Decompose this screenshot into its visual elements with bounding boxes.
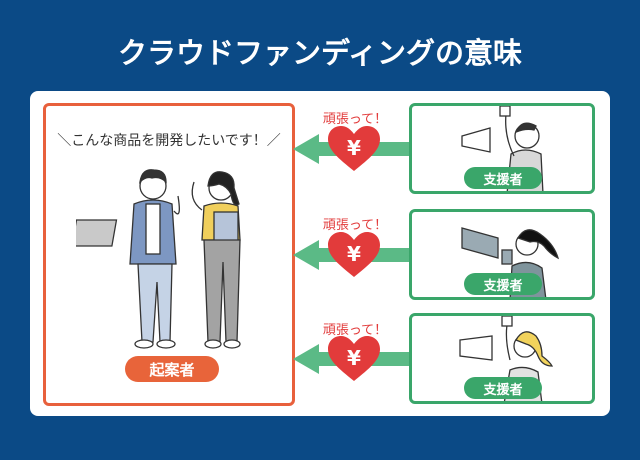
proposer-speech: ＼こんな商品を開発したいです！／ — [57, 133, 281, 149]
yen-symbol: ¥ — [347, 346, 361, 370]
heart-yen-icon: ¥ — [328, 126, 380, 171]
heart-yen-icon: ¥ — [328, 336, 380, 381]
supporter-badge: 支援者 — [464, 273, 542, 295]
cheer-text: 頑張って！ — [322, 112, 388, 127]
supporter-box: 支援者 — [409, 103, 595, 194]
proposer-badge: 起案者 — [125, 356, 219, 382]
proposer-box: ＼こんな商品を開発したいです！／ 起案者 — [43, 103, 295, 406]
supporter-badge: 支援者 — [464, 167, 542, 189]
supporter-box: 支援者 — [409, 209, 595, 300]
cheer-text: 頑張って！ — [322, 323, 388, 338]
yen-symbol: ¥ — [347, 136, 361, 160]
heart-yen-icon: ¥ — [328, 232, 380, 277]
supporter-box: 支援者 — [409, 313, 595, 404]
supporter-badge: 支援者 — [464, 377, 542, 399]
proposers-illustration-icon — [76, 169, 241, 349]
cheer-text: 頑張って！ — [322, 218, 388, 233]
yen-symbol: ¥ — [347, 242, 361, 266]
page-title: クラウドファンディングの意味 — [118, 36, 522, 70]
